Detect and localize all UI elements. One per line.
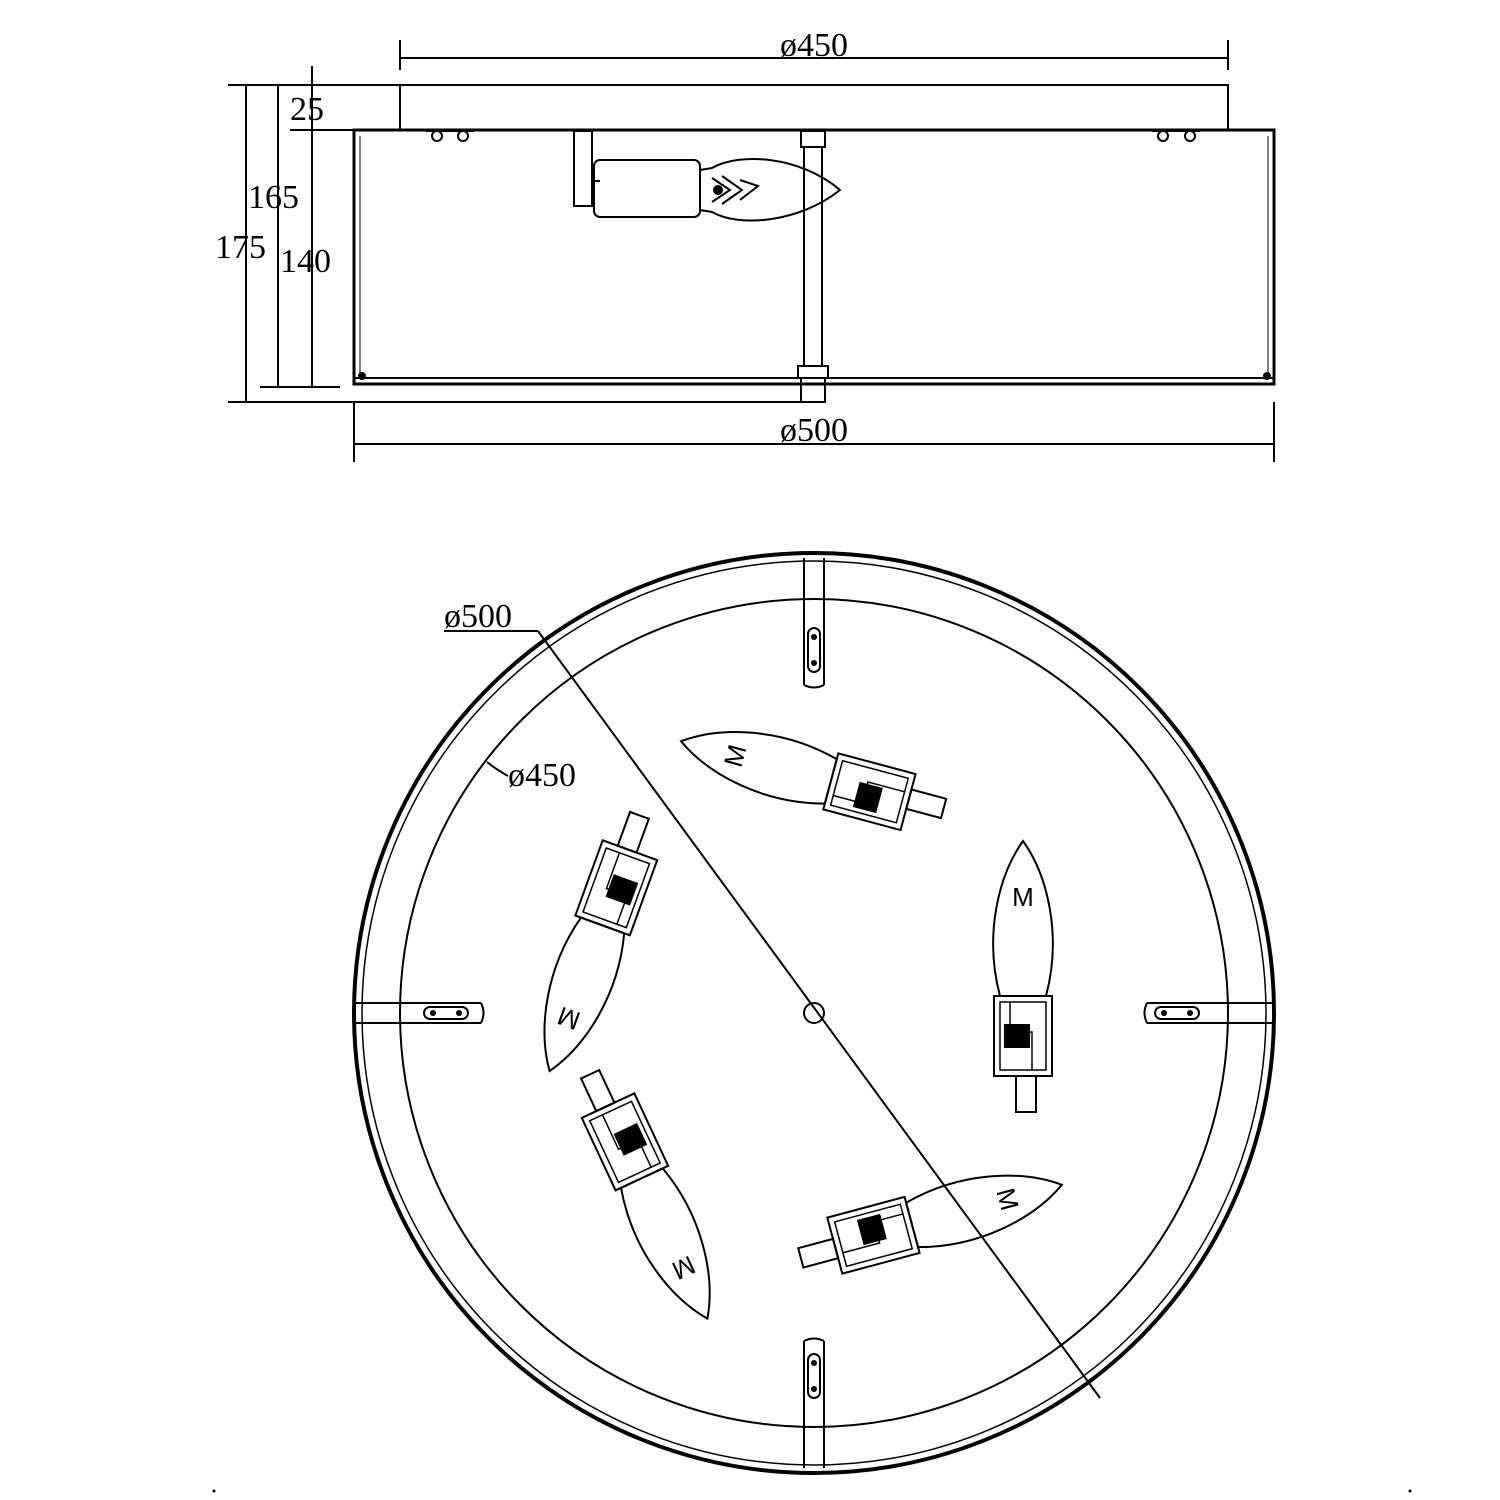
mounting-screws-right [1152,130,1200,142]
bracket-top [803,558,825,689]
bulb-1-mark: M [1012,882,1034,912]
outer-rim [352,551,1276,1475]
side-bulb-socket [573,130,842,222]
ceiling-base-plate [399,84,1229,131]
mounting-screws-left [426,130,474,142]
dimension-outer-diameter: ø500 [444,598,1101,1399]
bulb-4-mark: M [668,1250,700,1286]
central-rod [797,130,829,403]
bracket-left [354,1002,485,1024]
dimension-outer-label: ø500 [444,598,512,635]
bulb-4: M [564,1059,736,1333]
dimension-25-label: 25 [290,91,324,128]
bulb-5: M [791,1155,1071,1285]
bracket-bottom [803,1337,825,1468]
dimension-bottom-width: ø500 [354,412,1274,449]
dimension-140-label: 140 [280,243,331,280]
dimension-165-label: 165 [248,179,299,216]
dimension-bottom-width-label: ø500 [780,412,848,449]
bulb-3: M [520,805,672,1083]
dimension-inner-diameter: ø450 [486,757,576,794]
inner-ring [399,598,1229,1428]
plan-view: ø500 ø450 M [352,551,1276,1475]
center-hole [803,1002,825,1024]
dimension-inner-label: ø450 [508,757,576,794]
bracket-right [1143,1002,1274,1024]
bulb-5-mark: M [990,1185,1025,1214]
dimension-top-width: ø450 [399,27,1229,70]
dimension-top-width-label: ø450 [780,27,848,64]
bulb-3-mark: M [553,1001,584,1037]
bulb-1: M [992,840,1054,1113]
side-view: ø450 [215,27,1276,462]
dimension-175-label: 175 [215,229,266,266]
drum-shade [352,128,1276,386]
bulb-2: M [672,711,952,842]
bulb-2-mark: M [718,741,753,770]
dimension-heights: 25 165 175 140 [215,66,1275,462]
